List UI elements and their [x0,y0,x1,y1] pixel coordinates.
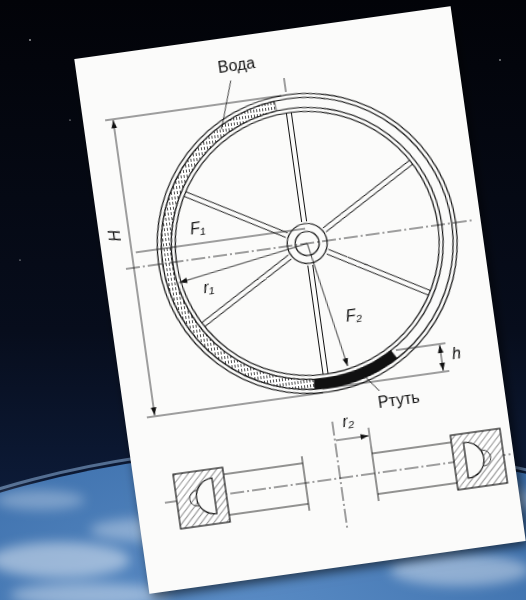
drawing-part [332,422,347,531]
drawing-part [194,478,217,516]
leader-lines [215,66,379,408]
spoke [286,113,301,222]
wheel-illustration [74,6,525,594]
spoke [308,266,323,375]
drawing-part [173,467,230,528]
drawing-part [126,220,473,269]
drawing-part [307,240,347,369]
drawing-part [371,447,379,501]
dimension-label: H [105,228,124,244]
drawing-card: ВодаH F₁ r₁ F₂ Ртуть h r₂ [74,6,525,594]
drawing-part [147,393,323,418]
drawing-part [176,243,310,282]
drawing-part [138,74,477,413]
drawing-part [396,343,446,350]
spoke [327,241,429,309]
rim-circle [158,94,456,392]
rim-circle [138,74,477,413]
drawing-part [223,435,458,521]
drawing-part [105,96,281,121]
drawing-part [336,436,369,441]
drawing-part [215,80,237,129]
drawing-part [10,583,170,600]
spoke [315,160,417,228]
drawing-part [323,371,450,389]
medium-label: Ртуть [376,388,422,412]
radius-label: r₂ [340,412,356,431]
rim-circle [142,79,472,409]
drawing-part [463,440,486,478]
area-label: F₂ [344,306,364,326]
drawing-part [284,78,286,92]
drawing-part [499,59,500,60]
spoke [186,178,288,246]
radius-label: r₁ [201,278,216,297]
drawing-part [378,483,457,494]
drawing-part [142,89,399,408]
drawing-part [482,449,492,466]
rim-section [173,428,507,528]
spoke [318,164,420,232]
drawing-part [368,428,371,447]
drawing-part [302,456,310,510]
spoke [329,236,431,304]
water-fill [142,101,315,408]
drawing-part [29,39,31,41]
dimension-lines [105,78,458,477]
drawing-part [229,504,308,515]
drawing-part [0,542,130,578]
drawing-part [174,97,440,391]
drawing-part [19,259,20,260]
spoke [194,255,296,323]
drawing-part [224,463,303,474]
drawing-part [372,442,451,453]
drawing-part [364,374,379,393]
drawing-part [113,120,154,415]
dimension-label: h [450,344,463,363]
drawing-part [450,428,507,489]
drawing-part [440,345,444,371]
drawing-part [136,229,305,253]
spoke [197,259,299,327]
medium-label: Вода [216,54,258,77]
drawing-part [0,490,85,510]
drawing-part [69,119,70,120]
center-lines [103,53,523,556]
area-label: F₁ [188,218,207,238]
drawing-part [390,554,526,586]
spoke [184,183,286,251]
drawing-part [189,490,199,507]
